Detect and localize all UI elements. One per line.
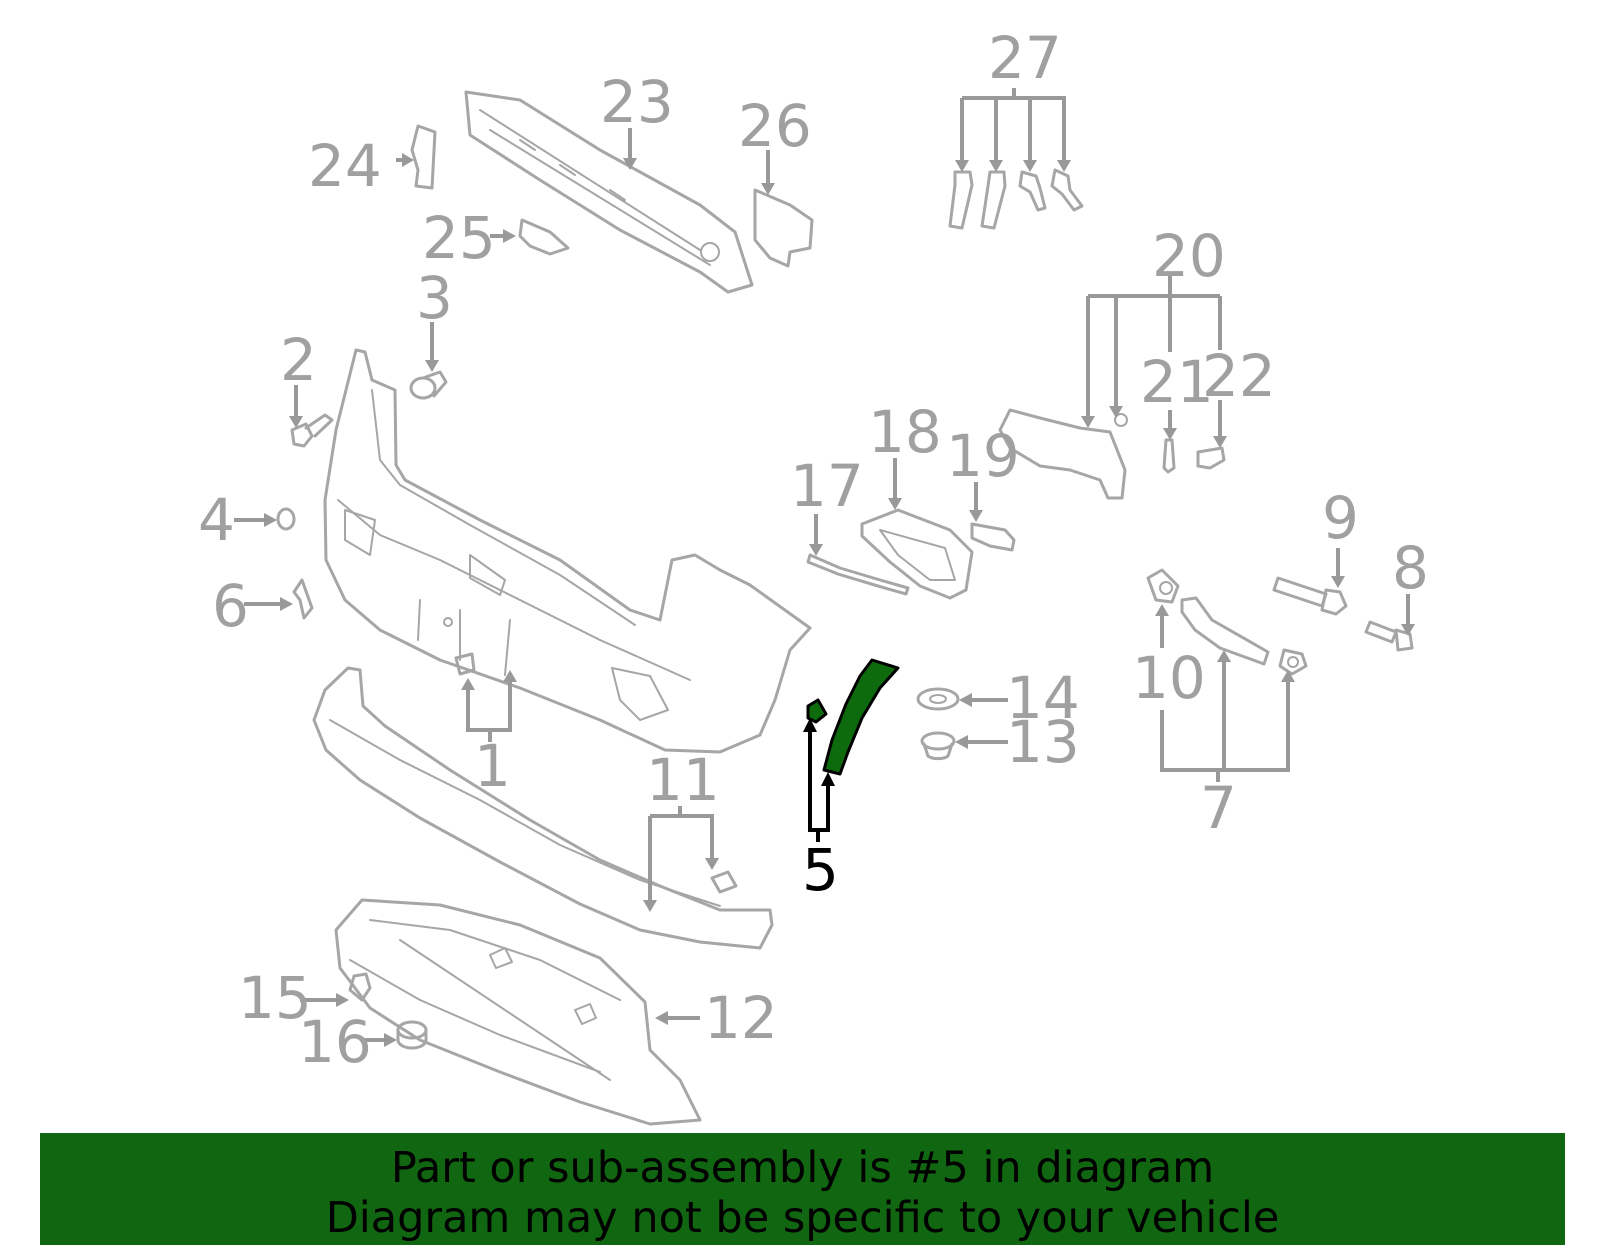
callout-14: 14 <box>1006 664 1080 732</box>
part-1-clip[interactable] <box>454 652 476 676</box>
banner-line-1: Part or sub-assembly is #5 in diagram <box>390 1143 1215 1193</box>
leader-part-5 <box>803 718 835 842</box>
callout-13: 13 <box>1006 708 1080 776</box>
part-5-highlighted[interactable] <box>806 658 900 776</box>
leader-lines <box>234 88 1415 1047</box>
part-25-bracket[interactable] <box>518 218 570 256</box>
callout-9: 9 <box>1322 484 1359 552</box>
part-2-screw[interactable] <box>290 413 334 448</box>
callout-8: 8 <box>1392 534 1429 602</box>
callout-25: 25 <box>422 204 496 272</box>
callout-27: 27 <box>988 24 1062 92</box>
callout-6: 6 <box>212 572 249 640</box>
part-26-bracket[interactable] <box>753 188 814 268</box>
part-16-grommet[interactable] <box>396 1020 428 1050</box>
part-15-clip[interactable] <box>348 972 372 1002</box>
part-10-clip[interactable] <box>1146 568 1180 604</box>
callout-4: 4 <box>198 486 235 554</box>
callout-10: 10 <box>1132 644 1206 712</box>
banner-line-2: Diagram may not be specific to your vehi… <box>325 1193 1280 1243</box>
callout-labels: 27 23 26 24 25 3 2 20 21 22 18 19 17 4 9… <box>198 24 1429 1076</box>
callout-1: 1 <box>474 732 511 800</box>
callout-11: 11 <box>646 746 720 814</box>
part-12-under-cover[interactable] <box>334 898 702 1126</box>
part-7-bracket[interactable] <box>1180 596 1308 676</box>
part-13-grommet[interactable] <box>920 731 956 761</box>
callout-22: 22 <box>1202 342 1276 410</box>
callout-20: 20 <box>1152 222 1226 290</box>
callout-18: 18 <box>868 398 942 466</box>
callout-12: 12 <box>704 984 778 1052</box>
callout-3: 3 <box>416 264 453 332</box>
part-24-bracket[interactable] <box>410 124 437 190</box>
part-8-screw[interactable] <box>1364 620 1414 652</box>
callout-24: 24 <box>308 132 382 200</box>
part-11-lower-valance[interactable] <box>312 666 774 950</box>
callout-16: 16 <box>298 1008 372 1076</box>
part-14-washer[interactable] <box>916 687 960 711</box>
info-banner: Part or sub-assembly is #5 in diagram Di… <box>40 1133 1565 1245</box>
callout-15: 15 <box>238 964 312 1032</box>
callout-19: 19 <box>946 422 1020 490</box>
part-18-reflector-bezel[interactable] <box>860 508 974 600</box>
part-20-bracket[interactable] <box>998 408 1226 500</box>
part-19-clip[interactable] <box>970 522 1016 552</box>
part-6-clip[interactable] <box>292 578 314 620</box>
callout-21: 21 <box>1140 348 1214 416</box>
callout-23: 23 <box>600 68 674 136</box>
part-23-reinforcement-beam[interactable] <box>464 90 754 294</box>
callout-17: 17 <box>790 452 864 520</box>
callout-7: 7 <box>1200 774 1237 842</box>
callout-2: 2 <box>280 326 317 394</box>
callout-5-highlighted: 5 <box>802 836 839 904</box>
part-1-bumper-cover[interactable] <box>323 348 812 754</box>
part-27-bolts[interactable] <box>948 168 1084 230</box>
callout-26: 26 <box>738 92 812 160</box>
part-4-washer[interactable] <box>276 507 296 531</box>
part-3-grommet[interactable] <box>409 370 448 400</box>
part-17-strip[interactable] <box>806 553 910 596</box>
part-9-bolt[interactable] <box>1272 576 1348 616</box>
